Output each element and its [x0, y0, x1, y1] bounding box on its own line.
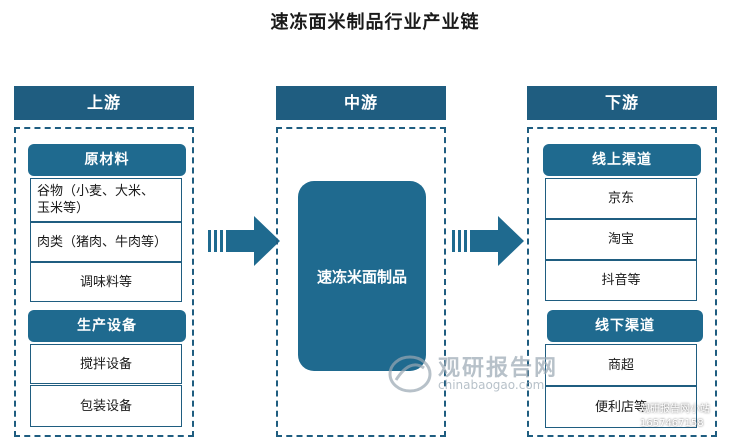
corner-watermark: 观研报告网小站 1657467158 [640, 403, 748, 431]
midstream-container [276, 127, 446, 437]
arrow-right-icon [208, 216, 280, 266]
raw-material-grain: 谷物（小麦、大米、 玉米等） [30, 178, 182, 222]
upstream-container [14, 127, 194, 437]
watermark-url: chinabaogao.com [438, 378, 545, 392]
production-equipment-label: 生产设备 [28, 310, 186, 342]
arrow-right-icon [452, 216, 524, 266]
offline-channel-convenience: 便利店等 [545, 386, 697, 428]
online-channel-taobao: 淘宝 [545, 219, 697, 260]
midstream-header: 中游 [276, 86, 446, 120]
page-title: 速冻面米制品行业产业链 [270, 12, 480, 33]
watermark: 观研报告网 chinabaogao.com [388, 350, 578, 398]
equipment-packaging: 包装设备 [30, 385, 182, 427]
downstream-header: 下游 [527, 86, 717, 120]
corner-watermark-line1: 观研报告网小站 [640, 404, 710, 415]
raw-material-meat: 肉类（猪肉、牛肉等） [30, 222, 182, 262]
online-channel-douyin: 抖音等 [545, 260, 697, 301]
offline-channels-label: 线下渠道 [547, 310, 703, 342]
midstream-product: 速冻米面制品 [298, 181, 426, 371]
upstream-header: 上游 [14, 86, 194, 120]
offline-channel-supermarket: 商超 [545, 344, 697, 386]
raw-material-seasoning: 调味料等 [30, 262, 182, 302]
online-channel-jd: 京东 [545, 178, 697, 219]
raw-materials-label: 原材料 [28, 144, 186, 176]
watermark-brand: 观研报告网 [438, 356, 559, 381]
downstream-container [527, 127, 717, 437]
equipment-mixing: 搅拌设备 [30, 344, 182, 384]
online-channels-label: 线上渠道 [543, 144, 701, 176]
watermark-logo-icon [388, 355, 432, 393]
corner-watermark-line2: 1657467158 [640, 418, 704, 429]
